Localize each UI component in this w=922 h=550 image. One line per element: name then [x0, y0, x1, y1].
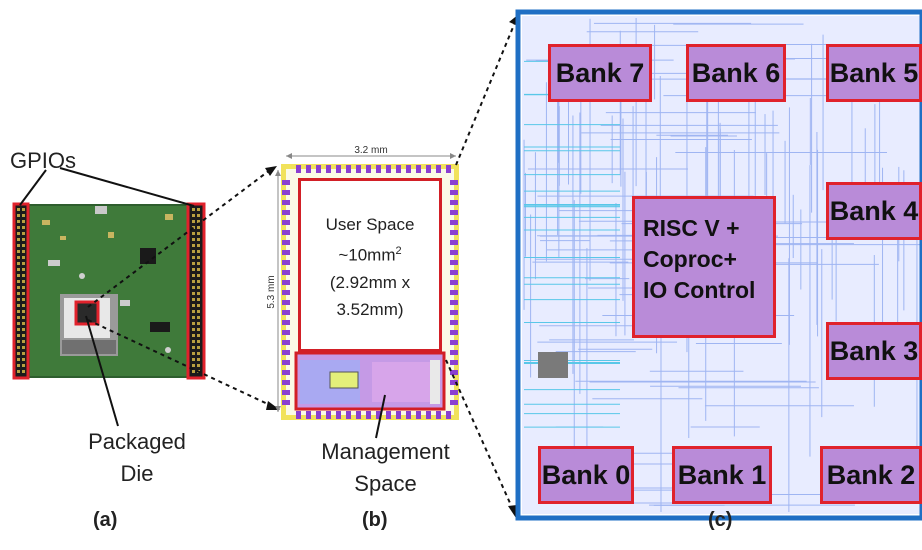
caption-b: (b): [362, 509, 388, 531]
management-space-label: Management Space: [321, 439, 450, 496]
bank-1: Bank 1: [672, 446, 772, 504]
chip-width-label: 3.2 mm: [354, 145, 387, 156]
user-space-dims-2: 3.52mm): [336, 299, 404, 319]
gpios-label: GPIOs: [10, 148, 77, 173]
user-space-area: ~10mm2: [338, 245, 402, 265]
bank-2: Bank 2: [820, 446, 922, 504]
user-space-title: User Space: [325, 215, 415, 234]
caption-a: (a): [93, 509, 118, 531]
bank-0: Bank 0: [538, 446, 634, 504]
bank-5: Bank 5: [826, 44, 922, 102]
bank-7: Bank 7: [548, 44, 652, 102]
bank-6: Bank 6: [686, 44, 786, 102]
bank-4: Bank 4: [826, 182, 922, 240]
risc-v-core: RISC V + Coproc+ IO Control: [632, 196, 776, 338]
packaged-die-label: Packaged Die: [88, 429, 186, 486]
chip-height-label: 5.3 mm: [266, 275, 277, 308]
caption-c: (c): [708, 509, 733, 531]
user-space-box: User Space ~10mm2 (2.92mm x 3.52mm): [298, 178, 442, 352]
user-space-dims-1: (2.92mm x: [329, 272, 411, 292]
bank-3: Bank 3: [826, 322, 922, 380]
